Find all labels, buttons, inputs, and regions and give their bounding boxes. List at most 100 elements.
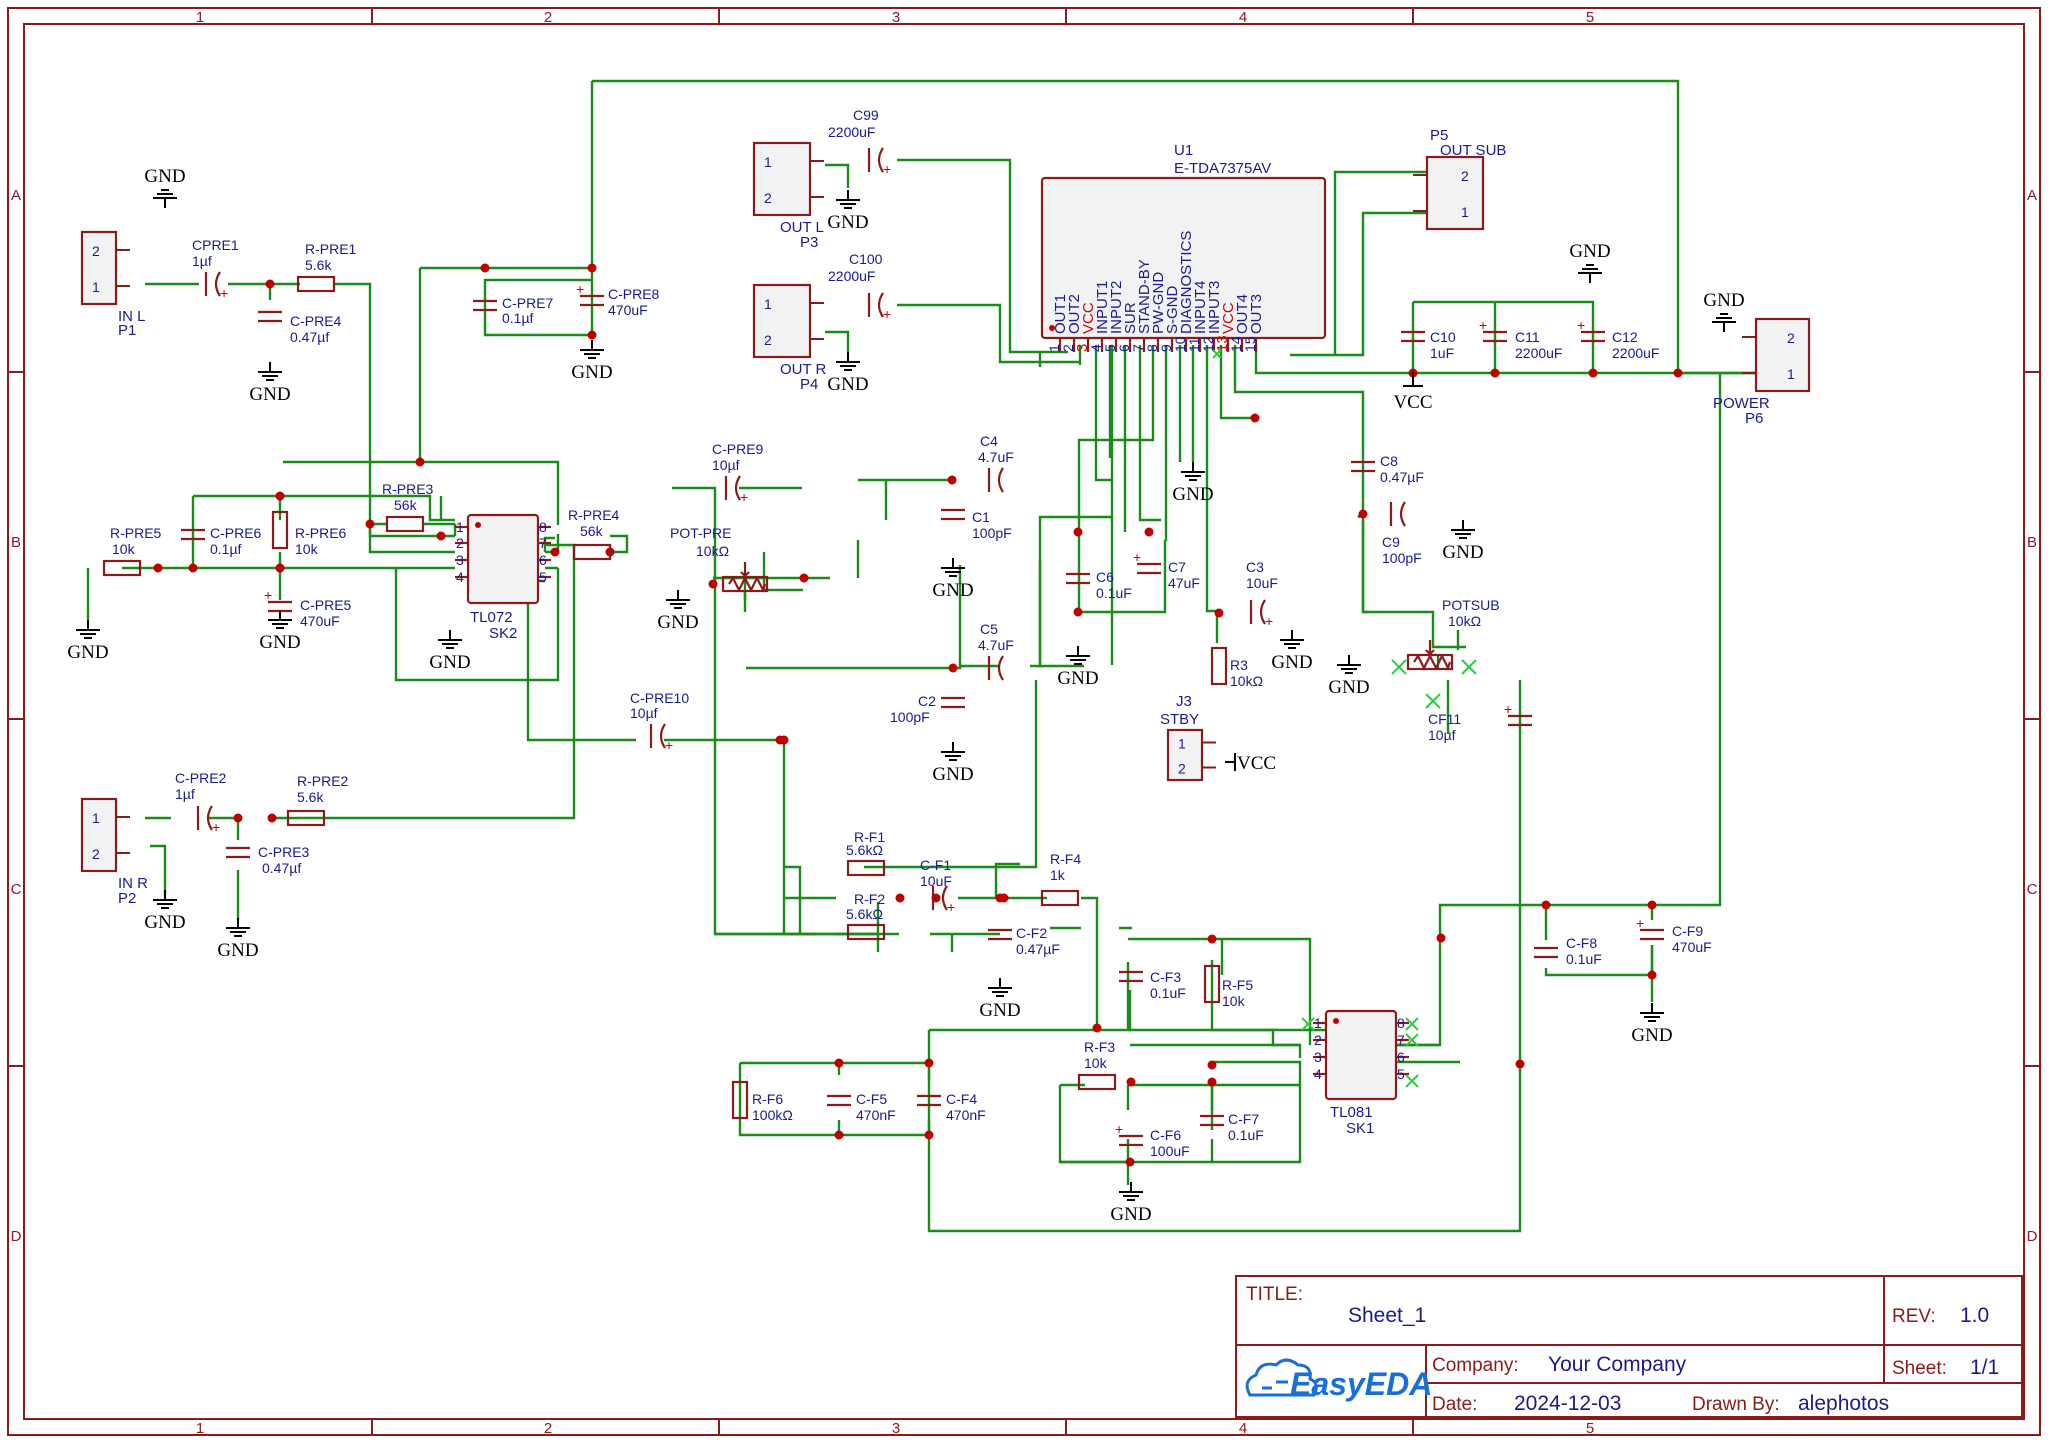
junctions xyxy=(153,263,1683,1167)
part-ref: C6 xyxy=(1096,569,1114,585)
part-value: 2200uF xyxy=(1515,345,1562,361)
sk2-pin: 7 xyxy=(539,535,547,551)
grid-row-label: A xyxy=(11,187,21,204)
part-value: 10kΩ xyxy=(1230,673,1263,689)
connector-pin-number: 1 xyxy=(92,279,100,295)
sk2-pin: 3 xyxy=(456,552,464,568)
connector-ref: P5 xyxy=(1430,127,1448,144)
part-value: 10µf xyxy=(1428,727,1456,743)
part-rf2[interactable]: R-F25.6kΩ xyxy=(846,891,885,941)
ground-label: GND xyxy=(144,912,185,933)
u1-pin-number: 11 xyxy=(1186,337,1202,352)
part-value: 1k xyxy=(1050,867,1066,883)
svg-text:+: + xyxy=(264,587,272,603)
u1-pin-number: 2 xyxy=(1060,344,1076,352)
part-ref: C10 xyxy=(1430,329,1456,345)
part-value: 5.6kΩ xyxy=(846,906,883,922)
connector-pin-number: 2 xyxy=(764,332,772,348)
opamp-sk2[interactable]: TL072 SK2 1 2 3 4 8 7 6 5 xyxy=(455,513,551,642)
part-cf7[interactable]: C-F70.1uF xyxy=(1200,1111,1264,1143)
ground-icon: GND xyxy=(1703,290,1745,332)
connector-ref: STBY xyxy=(1160,711,1199,728)
part-value: 470uF xyxy=(300,613,340,629)
part-value: 2200uF xyxy=(1612,345,1659,361)
ground-label: GND xyxy=(1703,290,1744,311)
part-value: 470uF xyxy=(608,302,648,318)
part-cf3[interactable]: C-F30.1uF xyxy=(1119,969,1186,1001)
svg-text:+: + xyxy=(665,737,673,753)
u1-tda7375[interactable]: U1 E-TDA7375AV 1OUT12OUT23VCC4INPUT15INP… xyxy=(1040,142,1327,352)
part-rf1[interactable]: R-F15.6kΩ xyxy=(846,829,885,877)
part-ref: C-F2 xyxy=(1016,925,1047,941)
part-cf2[interactable]: C-F20.47µF xyxy=(988,925,1060,957)
vcc-icon: VCC xyxy=(1225,753,1276,774)
opamp-sk1[interactable]: TL081 SK1 1 2 3 4 8 7 6 5 xyxy=(1313,1009,1409,1137)
grid-row-label: C xyxy=(2027,881,2038,898)
ground-label: GND xyxy=(1569,241,1610,262)
part-ref: C4 xyxy=(980,433,998,449)
part-value: 10k xyxy=(295,541,319,557)
part-value: 10µf xyxy=(712,457,740,473)
part-c4[interactable]: C44.7uF xyxy=(978,433,1014,493)
part-ref: R-PRE2 xyxy=(297,773,349,789)
vcc-label: VCC xyxy=(1237,753,1276,774)
part-value: 4.7uF xyxy=(978,637,1014,653)
connector-ref: P6 xyxy=(1745,410,1763,427)
cloud-icon xyxy=(1245,1358,1318,1397)
ground-icon: GND xyxy=(217,918,259,961)
grid-col-label: 5 xyxy=(1586,9,1594,26)
part-cf8[interactable]: C-F80.1uF xyxy=(1534,935,1602,967)
part-c8[interactable]: C80.47µF xyxy=(1351,453,1424,485)
u1-pin-number: 14 xyxy=(1228,336,1244,352)
part-c6[interactable]: C60.1uF xyxy=(1066,569,1132,601)
part-c5[interactable]: C54.7uF xyxy=(978,621,1014,681)
svg-text:+: + xyxy=(1115,1121,1123,1137)
